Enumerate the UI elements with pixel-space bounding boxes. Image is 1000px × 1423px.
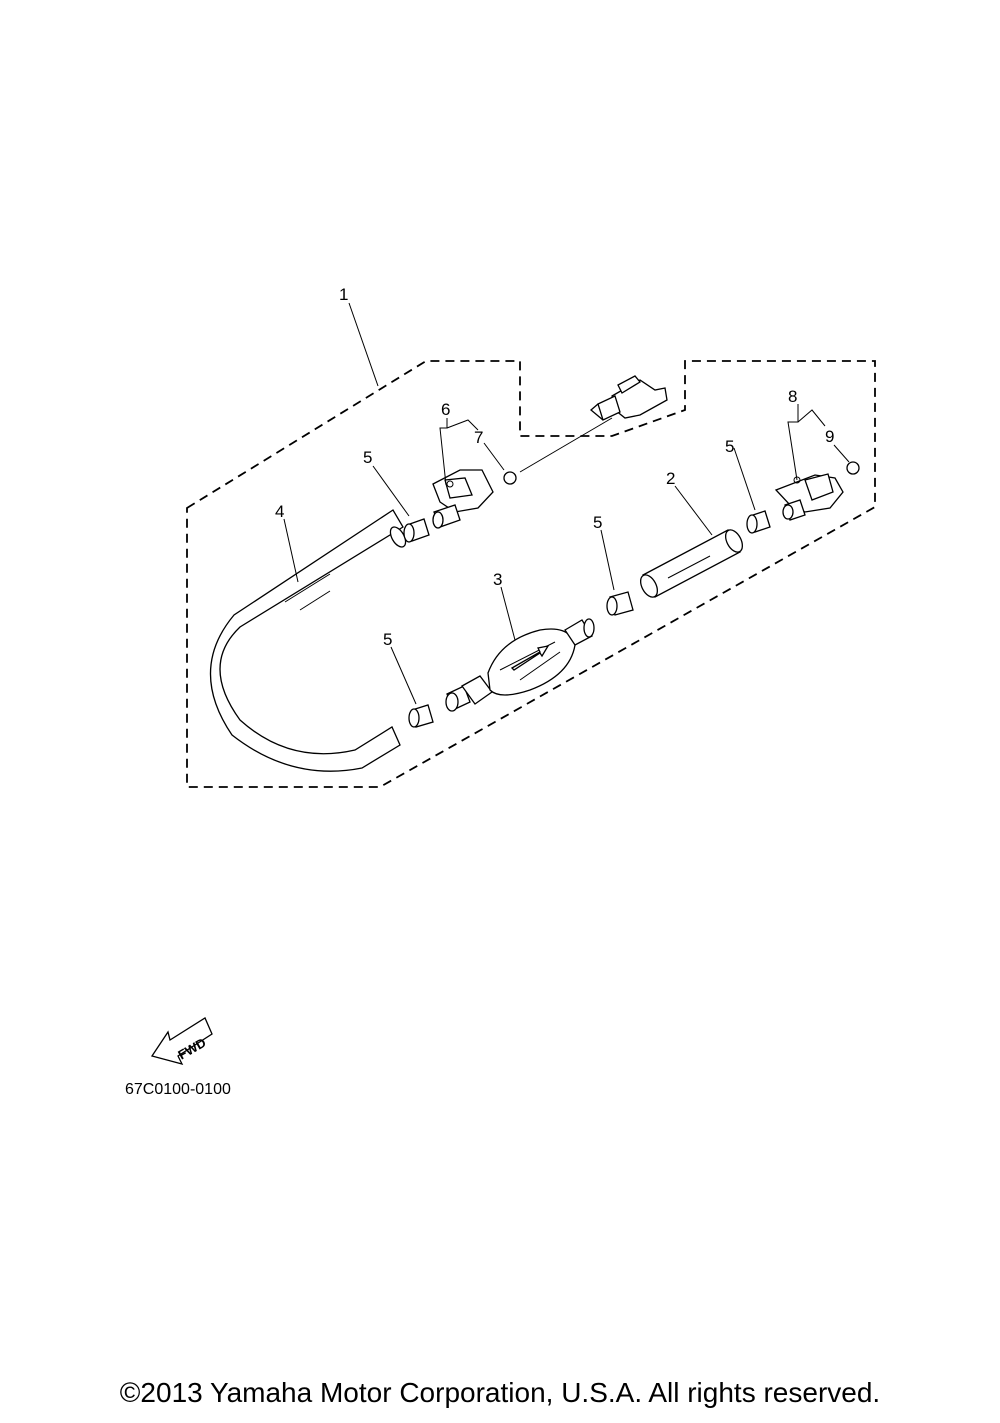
callout-2: 2 [666, 469, 675, 488]
clip-5-upper-left [403, 518, 430, 543]
copyright-notice: ©2013 Yamaha Motor Corporation, U.S.A. A… [119, 1377, 881, 1408]
diagram-reference: 67C0100-0100 [125, 1081, 231, 1098]
callout-5-a: 5 [363, 448, 372, 467]
leader-lines [283, 302, 850, 705]
callout-4: 4 [275, 502, 284, 521]
primer-bulb-3 [445, 618, 595, 712]
o-ring-7 [503, 471, 517, 485]
clip-5-upper-right [746, 510, 771, 534]
callout-7: 7 [474, 428, 483, 447]
joint-leader-line [519, 417, 613, 473]
clip-5-lower [408, 704, 434, 728]
callout-6: 6 [441, 400, 450, 419]
callout-5-b: 5 [725, 437, 734, 456]
o-ring-9 [846, 461, 860, 475]
callout-8: 8 [788, 387, 797, 406]
assembly-boundary [186, 360, 876, 788]
connector-6 [432, 469, 494, 529]
callout-5-c: 5 [593, 513, 602, 532]
fwd-arrow-icon: FWD [150, 1017, 213, 1065]
callout-3: 3 [493, 570, 502, 589]
connector-8 [774, 473, 844, 521]
callout-5-d: 5 [383, 630, 392, 649]
callout-1: 1 [339, 285, 348, 304]
hose-2 [639, 529, 744, 598]
fuel-joint [589, 375, 668, 421]
hose-4 [209, 509, 407, 772]
clip-5-center [606, 591, 634, 616]
callout-9: 9 [825, 427, 834, 446]
